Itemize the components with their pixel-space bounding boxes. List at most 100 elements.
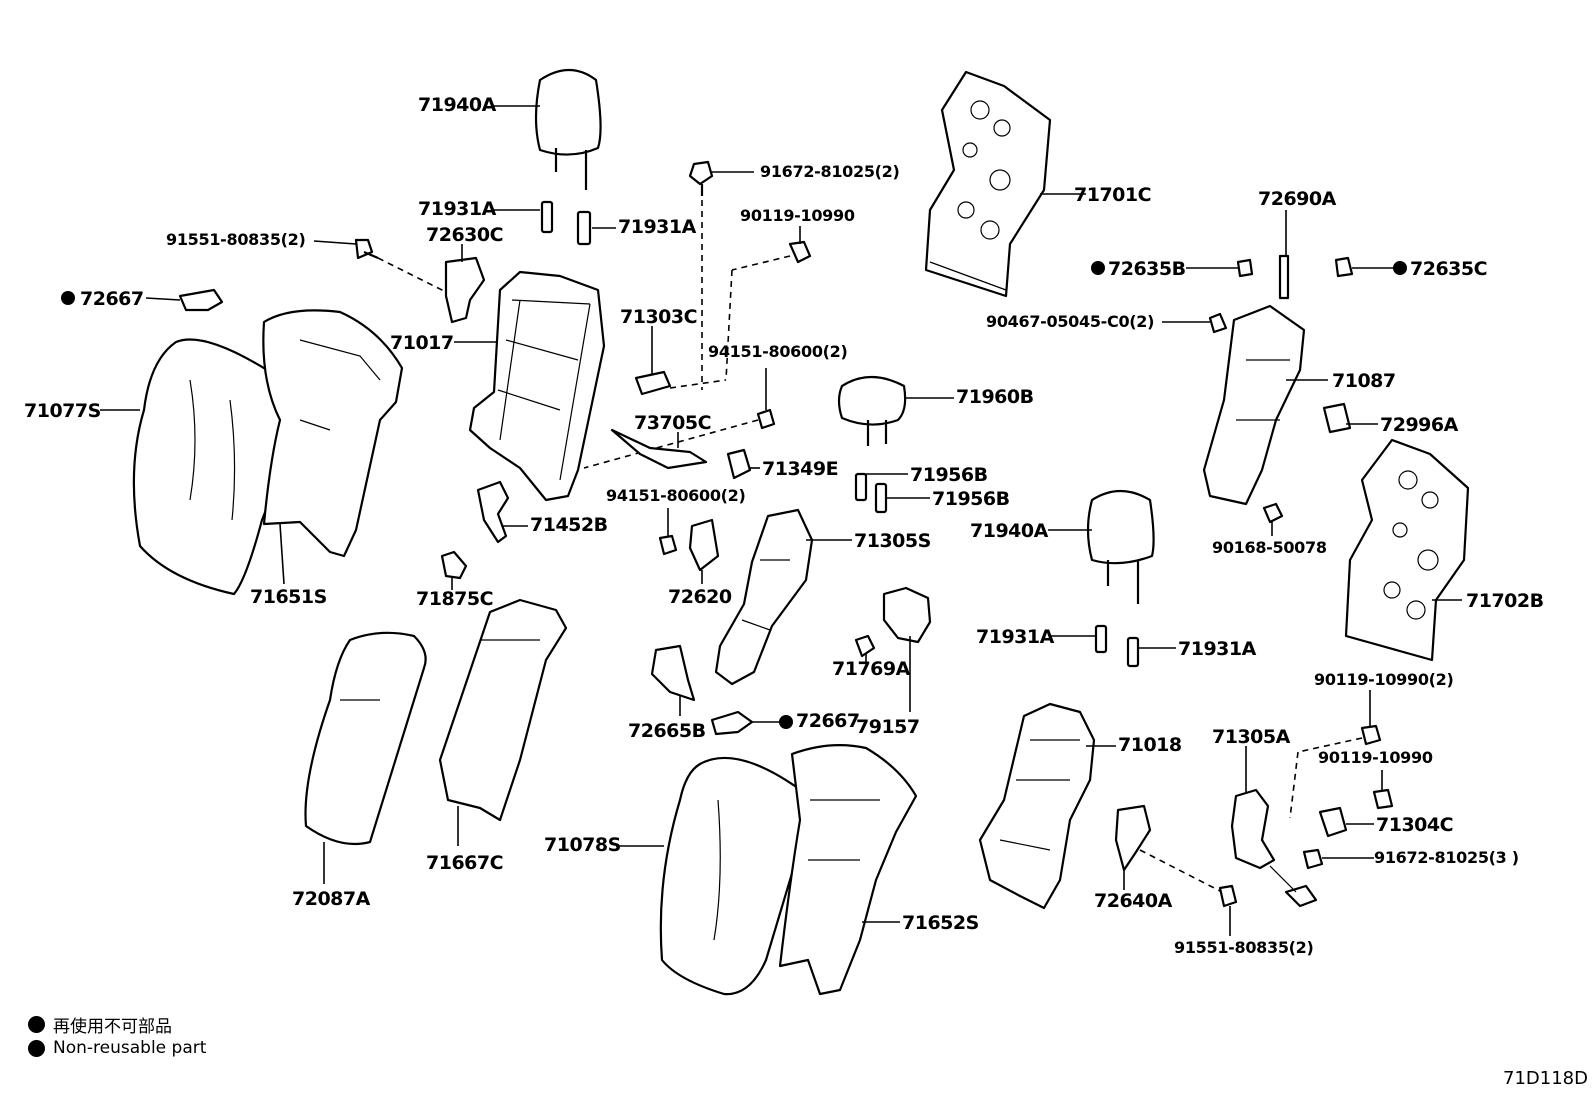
label-71651S: 71651S (250, 586, 327, 608)
clip-72635B (1236, 258, 1254, 278)
label-71303C: 71303C (620, 306, 698, 328)
label-71875C: 71875C (416, 588, 494, 610)
label-71087: 71087 (1332, 370, 1396, 392)
guide-71931A-mid-1 (1094, 624, 1108, 654)
label-71305A: 71305A (1212, 726, 1290, 748)
label-71018: 71018 (1118, 734, 1182, 756)
label-71956B-2: 71956B (932, 488, 1010, 510)
guide-71931A-mid-2 (1126, 636, 1140, 668)
label-72667-mid: 72667 (796, 710, 860, 732)
bolt-91672-top (688, 160, 714, 196)
nut-90119-right-1 (1360, 724, 1382, 746)
label-90119-right-2: 90119-10990(2) (1314, 670, 1454, 689)
label-71931A-mid-left: 71931A (976, 626, 1054, 648)
legend-japanese: 再使用不可部品 (28, 1012, 172, 1037)
label-71349E: 71349E (762, 458, 839, 480)
label-72620: 72620 (668, 586, 732, 608)
label-71305S: 71305S (854, 530, 931, 552)
nut-94151-mid (658, 534, 678, 556)
nut-94151-top (756, 408, 776, 430)
bracket-71452B (476, 480, 510, 544)
label-71304C: 71304C (1376, 814, 1454, 836)
bolt-91551-bottom (1218, 884, 1238, 908)
label-71452B: 71452B (530, 514, 608, 536)
label-72087A: 72087A (292, 888, 370, 910)
headrest-71940A-top (534, 69, 602, 190)
label-90119-right-1: 90119-10990 (1318, 748, 1433, 767)
latch-71303C (634, 370, 672, 396)
sidepanel-71667C (438, 598, 568, 822)
label-71956B-1: 71956B (910, 464, 988, 486)
clip-90467 (1208, 312, 1228, 334)
label-90467: 90467-05045-C0(2) (986, 312, 1155, 331)
label-71078S: 71078S (544, 834, 621, 856)
non-reusable-marker-icon (28, 1039, 45, 1057)
hinge-71305S (714, 508, 814, 686)
label-71960B: 71960B (956, 386, 1034, 408)
bracket-79157 (882, 586, 932, 644)
cover-71349E (726, 448, 752, 480)
label-71652S: 71652S (902, 912, 979, 934)
label-91672-right: 91672-81025(3 ) (1374, 848, 1519, 867)
headrest-71960B (837, 376, 907, 446)
label-71931A-top-right: 71931A (618, 216, 696, 238)
label-72667-top: 72667 (80, 288, 144, 310)
strip-72690A (1278, 254, 1290, 300)
legend-line1: 再使用不可部品 (53, 1017, 172, 1037)
bolt-91551-top (354, 238, 379, 260)
label-72996A: 72996A (1380, 414, 1458, 436)
label-72635B: 72635B (1108, 258, 1186, 280)
label-91672-top: 91672-81025(2) (760, 162, 900, 181)
seatback-cover-71077S (132, 338, 302, 596)
panel-71701C (924, 70, 1052, 298)
label-72665B: 72665B (628, 720, 706, 742)
label-72635C: 72635C (1410, 258, 1488, 280)
guide-71956B-2 (874, 482, 888, 514)
nut-90119-top (788, 240, 812, 264)
label-72630C: 72630C (426, 224, 504, 246)
frame-71018 (978, 702, 1096, 910)
diagram-id: 71D118D (1503, 1068, 1588, 1089)
label-71702B: 71702B (1466, 590, 1544, 612)
label-90119-top: 90119-10990 (740, 206, 855, 225)
cover-71304C (1318, 806, 1348, 838)
seatback-pad-71651S (262, 309, 404, 558)
label-73705C: 73705C (634, 412, 712, 434)
clip-72667-mid (710, 710, 754, 736)
frame-71017 (468, 270, 606, 502)
panel-71087 (1202, 304, 1306, 506)
label-90168: 90168-50078 (1212, 538, 1327, 557)
guide-71931A-top (540, 200, 592, 246)
clip-71875C (440, 550, 468, 580)
seatback-pad-71652S (778, 744, 918, 996)
non-reusable-marker-icon (28, 1016, 45, 1033)
nut-90119-right-2 (1372, 788, 1394, 810)
bracket-72630C (444, 256, 486, 324)
label-71017: 71017 (390, 332, 454, 354)
label-71701C: 71701C (1074, 184, 1152, 206)
label-71769A: 71769A (832, 658, 910, 680)
legend-english: Non-reusable part (28, 1038, 206, 1058)
label-91551-top: 91551-80835(2) (166, 230, 306, 249)
switch-72996A (1322, 402, 1352, 434)
label-71667C: 71667C (426, 852, 504, 874)
label-71931A-top-left: 71931A (418, 198, 496, 220)
label-94151-top: 94151-80600(2) (708, 342, 848, 361)
label-91551-bottom: 91551-80835(2) (1174, 938, 1314, 957)
label-94151-mid: 94151-80600(2) (606, 486, 746, 505)
guide-71956B-1 (854, 472, 868, 502)
bracket-72620 (688, 518, 720, 572)
label-71940A-top: 71940A (418, 94, 496, 116)
headrest-71940A-mid (1086, 490, 1155, 604)
hinge-71305A (1230, 788, 1318, 908)
panel-71702B (1344, 438, 1470, 662)
trim-72665B (650, 644, 696, 702)
clip-90168 (1262, 502, 1284, 524)
clip-72667-top (178, 288, 224, 312)
label-72640A: 72640A (1094, 890, 1172, 912)
label-71931A-mid-right: 71931A (1178, 638, 1256, 660)
label-79157: 79157 (856, 716, 920, 738)
bolt-91672-right (1302, 848, 1324, 870)
